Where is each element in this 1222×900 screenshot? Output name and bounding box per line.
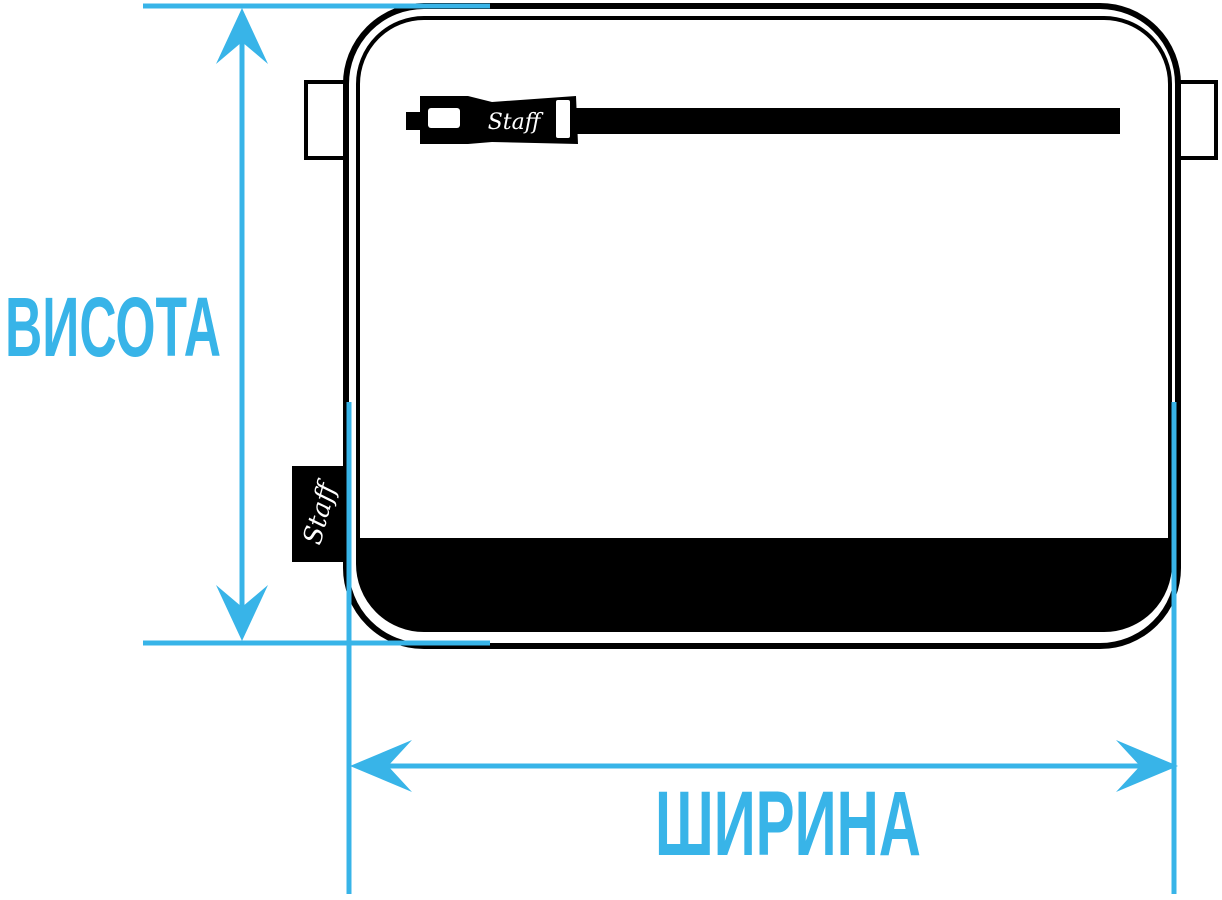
zipper-pull-hole — [428, 108, 460, 128]
zipper-pull: Staff — [406, 96, 578, 144]
width-label: ШИРИНА — [655, 773, 921, 875]
width-arrow-left — [350, 740, 412, 792]
dimension-lines — [143, 3, 1178, 894]
bag-outer-outline — [343, 3, 1181, 649]
width-arrow-right — [1116, 740, 1178, 792]
height-arrow-top — [216, 8, 268, 64]
brand-tag: Staff — [292, 466, 346, 562]
bag: Staff Staff — [292, 3, 1218, 649]
zipper-track — [560, 108, 1120, 134]
height-arrow-bottom — [216, 585, 268, 641]
brand-tag-label — [292, 466, 346, 562]
zipper-pull-slot — [556, 100, 570, 138]
height-label: ВИСОТА — [5, 280, 221, 374]
bottom-band — [358, 538, 1170, 630]
bag-inner-outline — [356, 16, 1172, 632]
zipper-logo-text: Staff — [488, 110, 544, 135]
